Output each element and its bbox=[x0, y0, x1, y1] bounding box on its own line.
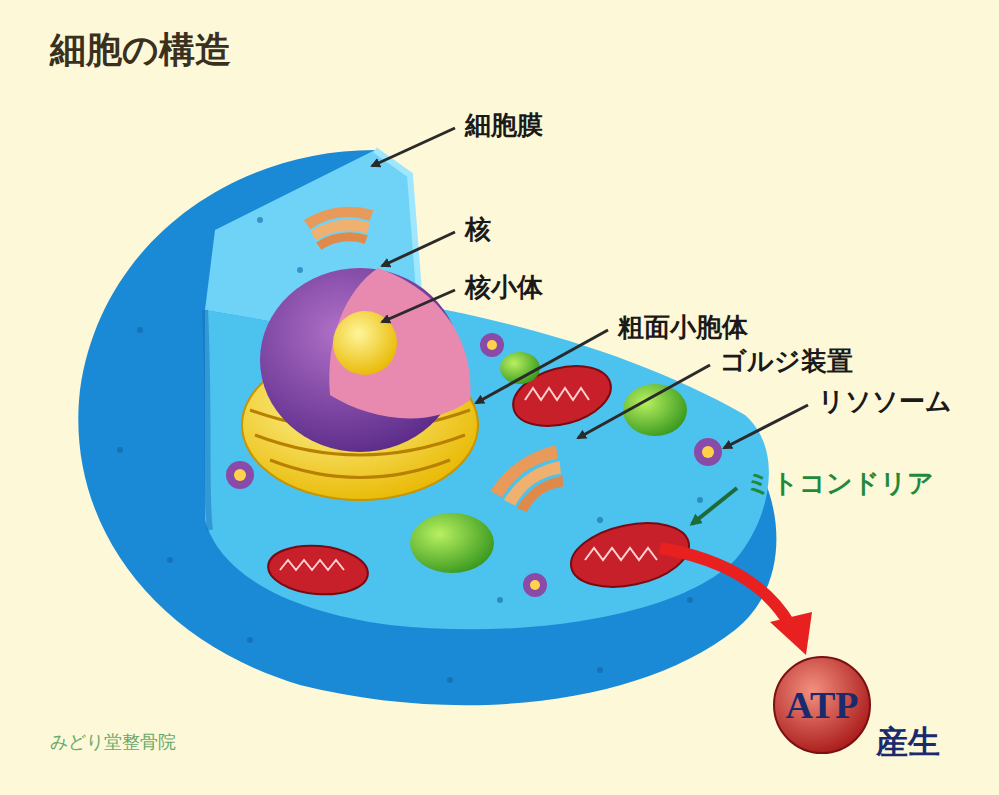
part-label: ミトコンドリア bbox=[745, 468, 934, 499]
watermark: みどり堂整骨院 bbox=[50, 731, 176, 753]
golgi-apparatus bbox=[303, 203, 378, 252]
leader-line bbox=[372, 128, 808, 448]
note-label: 産生 bbox=[876, 723, 940, 761]
golgi-apparatus bbox=[486, 439, 578, 523]
atp-circle: ATP bbox=[772, 655, 872, 755]
diagram-title: 細胞の構造 bbox=[50, 28, 231, 71]
part-label: 核小体 bbox=[465, 272, 543, 303]
leader-line bbox=[692, 488, 737, 524]
nucleus bbox=[260, 268, 470, 452]
part-label: 粗面小胞体 bbox=[618, 312, 748, 343]
part-label: 細胞膜 bbox=[465, 110, 543, 141]
output-arrow bbox=[660, 548, 790, 625]
lysosome bbox=[226, 333, 722, 597]
node-text: ATP bbox=[785, 683, 858, 727]
part-label: 核 bbox=[465, 214, 491, 245]
mitochondria bbox=[266, 356, 695, 598]
part-label: ゴルジ装置 bbox=[720, 346, 853, 377]
cell-shell bbox=[78, 150, 776, 705]
vesicle bbox=[410, 352, 687, 573]
part-label: リソソーム bbox=[818, 386, 952, 417]
